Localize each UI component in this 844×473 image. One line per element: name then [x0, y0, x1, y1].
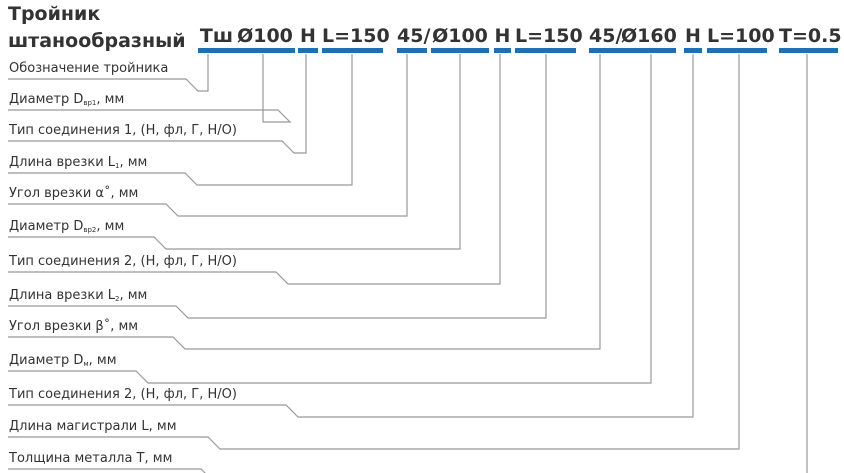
- leader-line: [8, 54, 461, 250]
- parameter-label: Тип соединения 1, (Н, фл, Г, Н/О): [9, 122, 237, 139]
- code-segment: L=150: [322, 25, 390, 47]
- parameter-label: Диаметр Dм, мм: [9, 352, 117, 373]
- parameter-label: Обозначение тройника: [9, 60, 168, 77]
- leader-line: [8, 54, 652, 384]
- leader-line: [8, 54, 808, 473]
- parameter-label-text: Диаметр D: [9, 353, 84, 368]
- code-segment: Н: [685, 25, 701, 47]
- leader-line: [8, 54, 408, 217]
- leader-line: [8, 54, 740, 450]
- code-segment: Тш: [199, 25, 234, 47]
- parameter-label: Диаметр Dвр2, мм: [9, 218, 124, 239]
- parameter-label: Угол врезки β˚, мм: [9, 318, 138, 335]
- code-segment-underline: [397, 48, 427, 53]
- parameter-label-subscript: 1: [115, 162, 120, 170]
- title-line-1: Тройник: [8, 3, 101, 25]
- leader-line: [8, 54, 694, 418]
- code-segment-underline: [235, 48, 295, 53]
- parameter-label: Тип соединения 2, (Н, фл, Г, Н/О): [9, 253, 237, 270]
- parameter-label-text: Диаметр D: [9, 92, 84, 107]
- code-segment-underline: [298, 48, 318, 53]
- parameter-label-text: Диаметр D: [9, 219, 84, 234]
- parameter-label: Тип соединения 2, (Н, фл, Г, Н/О): [9, 386, 237, 403]
- parameter-label: Толщина металла Т, мм: [9, 450, 172, 467]
- parameter-label-suffix: , мм: [119, 288, 148, 303]
- parameter-label-subscript: м: [83, 360, 89, 368]
- code-segment: Ø100: [432, 25, 488, 47]
- code-segment: L=150: [515, 25, 583, 47]
- leader-line: [8, 54, 547, 319]
- leader-line: [8, 54, 307, 154]
- title-line-2: штанообразный: [8, 30, 186, 52]
- parameter-label-text: Длина магистрали L, мм: [9, 419, 177, 434]
- leader-line: [8, 54, 292, 123]
- code-segment-underline: [494, 48, 511, 53]
- parameter-label-text: Тип соединения 2, (Н, фл, Г, Н/О): [9, 254, 237, 269]
- code-segment-underline: [198, 48, 235, 53]
- code-segment: L=100: [707, 25, 775, 47]
- parameter-label: Длина врезки L2, мм: [9, 287, 147, 308]
- code-segment: Ø160: [621, 25, 677, 47]
- code-segment-underline: [322, 48, 383, 53]
- parameter-label-subscript: вр1: [83, 99, 97, 107]
- code-segment: 45/: [397, 25, 431, 47]
- parameter-label-text: Длина врезки L: [9, 155, 116, 170]
- leader-line: [8, 54, 209, 92]
- parameter-label: Длина магистрали L, мм: [9, 418, 177, 435]
- parameter-label-text: Толщина металла Т, мм: [9, 451, 173, 466]
- leader-line: [8, 54, 353, 186]
- parameter-label-text: Угол врезки β˚, мм: [9, 319, 139, 334]
- parameter-label-text: Угол врезки α˚, мм: [9, 186, 139, 201]
- code-segment-underline: [431, 48, 489, 53]
- parameter-label-suffix: , мм: [119, 155, 148, 170]
- code-segment: Ø100: [237, 25, 293, 47]
- parameter-label-text: Тип соединения 1, (Н, фл, Г, Н/О): [9, 123, 237, 138]
- parameter-label-text: Обозначение тройника: [9, 61, 169, 76]
- code-segment-underline: [779, 48, 838, 53]
- code-segment: Н: [494, 25, 511, 47]
- code-segment-underline: [707, 48, 767, 53]
- leader-line: [8, 54, 601, 350]
- parameter-label-text: Длина врезки L: [9, 288, 116, 303]
- parameter-label: Угол врезки α˚, мм: [9, 185, 138, 202]
- parameter-label: Диаметр Dвр1, мм: [9, 91, 124, 112]
- code-segment: Т=0.5: [779, 25, 842, 47]
- code-segment-underline: [515, 48, 576, 53]
- parameter-label-subscript: 2: [115, 295, 120, 303]
- parameter-label-text: Тип соединения 2, (Н, фл, Г, Н/О): [9, 387, 237, 402]
- code-segment-underline: [589, 48, 621, 53]
- parameter-label-suffix: , мм: [96, 92, 125, 107]
- parameter-label: Длина врезки L1, мм: [9, 154, 147, 175]
- code-segment: Н: [300, 25, 316, 47]
- code-segment-underline: [621, 48, 676, 53]
- parameter-label-suffix: , мм: [96, 219, 125, 234]
- parameter-label-suffix: , мм: [88, 353, 117, 368]
- code-segment-underline: [684, 48, 702, 53]
- code-segment: 45/: [589, 25, 623, 47]
- leader-line: [8, 54, 501, 285]
- parameter-label-subscript: вр2: [83, 226, 97, 234]
